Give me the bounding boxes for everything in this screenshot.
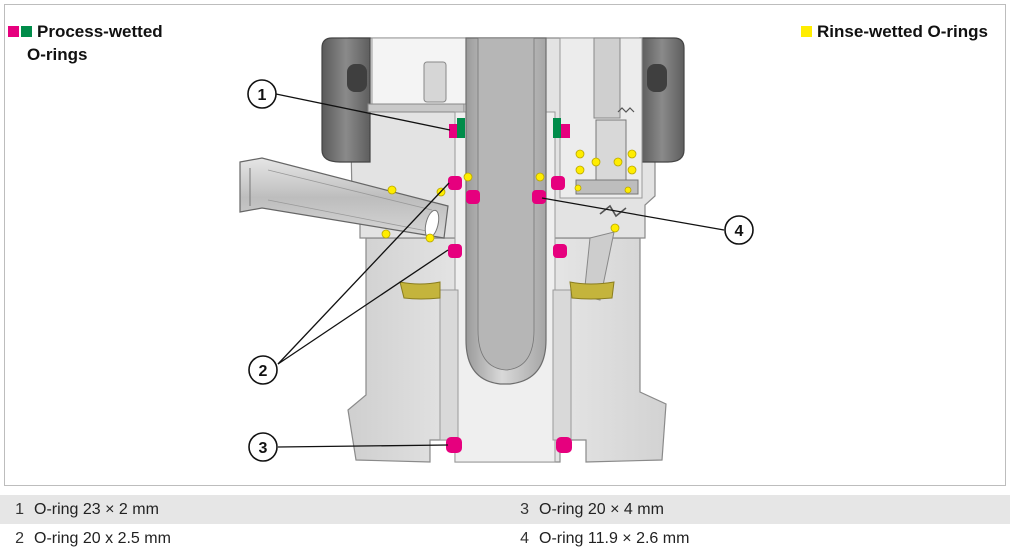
yellow-swatch (801, 26, 813, 37)
callout-3: 3 (248, 432, 278, 462)
center-rod (465, 37, 547, 385)
rinse-hose (239, 157, 449, 239)
green-swatch (21, 26, 32, 37)
cross-section-drawing: 1 2 3 4 (239, 37, 754, 463)
table-row: 2 O-ring 20 x 2.5 mm 4 O-ring 11.9 × 2.6… (0, 524, 1010, 553)
legend-process-line1: Process-wetted (37, 22, 163, 41)
leader-lines (275, 93, 725, 448)
callout-label-2: 2 (259, 363, 268, 380)
item-description: O-ring 20 × 4 mm (539, 500, 664, 518)
item-number: 4 (520, 529, 529, 547)
parts-table: 1 O-ring 23 × 2 mm 3 O-ring 20 × 4 mm 2 … (0, 495, 1010, 553)
callout-1: 1 (247, 79, 277, 109)
table-cell: 1 O-ring 23 × 2 mm (0, 501, 505, 519)
callout-4: 4 (724, 215, 754, 245)
item-description: O-ring 23 × 2 mm (34, 500, 159, 518)
table-cell: 4 O-ring 11.9 × 2.6 mm (505, 530, 1010, 548)
callout-label-1: 1 (258, 87, 267, 104)
table-cell: 2 O-ring 20 x 2.5 mm (0, 530, 505, 548)
table-cell: 3 O-ring 20 × 4 mm (505, 501, 1010, 519)
o-rings-process (446, 118, 572, 453)
table-row: 1 O-ring 23 × 2 mm 3 O-ring 20 × 4 mm (0, 495, 1010, 524)
item-description: O-ring 11.9 × 2.6 mm (539, 529, 690, 547)
item-number: 3 (520, 500, 529, 518)
item-number: 1 (15, 500, 24, 518)
magenta-swatch (8, 26, 19, 37)
item-description: O-ring 20 x 2.5 mm (34, 529, 171, 547)
o-rings-rinse (381, 149, 637, 243)
callout-2: 2 (248, 355, 278, 385)
legend-process-line2: O-rings (27, 45, 88, 64)
legend-process-wetted: Process-wetted O-rings (8, 20, 163, 66)
callout-label-3: 3 (259, 440, 268, 457)
callout-label-4: 4 (735, 223, 744, 240)
legend-rinse-wetted: Rinse-wetted O-rings (801, 20, 988, 43)
item-number: 2 (15, 529, 24, 547)
legend-rinse-label: Rinse-wetted O-rings (817, 22, 988, 41)
